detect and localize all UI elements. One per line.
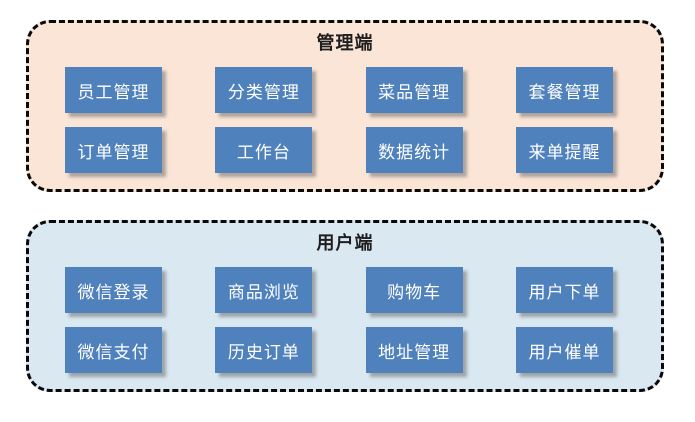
- user-panel-title: 用户端: [316, 233, 374, 253]
- box-user-place-order: 用户下单: [515, 267, 613, 313]
- box-order-history: 历史订单: [215, 327, 313, 373]
- admin-panel: 管理端 员工管理 分类管理 菜品管理 套餐管理 订单管理 工作台 数据统计 来单…: [26, 20, 664, 192]
- admin-panel-title: 管理端: [316, 33, 374, 53]
- box-user-reminder: 用户催单: [515, 327, 613, 373]
- box-address-management: 地址管理: [365, 327, 463, 373]
- box-data-statistics: 数据统计: [365, 127, 463, 173]
- admin-button-grid: 员工管理 分类管理 菜品管理 套餐管理 订单管理 工作台 数据统计 来单提醒: [65, 67, 613, 173]
- box-category-management: 分类管理: [215, 67, 313, 113]
- user-panel: 用户端 微信登录 商品浏览 购物车 用户下单 微信支付 历史订单 地址管理 用户…: [26, 220, 664, 392]
- box-incoming-order-alert: 来单提醒: [515, 127, 613, 173]
- box-wechat-pay: 微信支付: [65, 327, 162, 373]
- user-button-grid: 微信登录 商品浏览 购物车 用户下单 微信支付 历史订单 地址管理 用户催单: [65, 267, 613, 373]
- box-employee-management: 员工管理: [65, 67, 162, 113]
- box-combo-management: 套餐管理: [515, 67, 613, 113]
- box-product-browse: 商品浏览: [215, 267, 313, 313]
- box-order-management: 订单管理: [65, 127, 162, 173]
- box-wechat-login: 微信登录: [65, 267, 162, 313]
- box-dish-management: 菜品管理: [365, 67, 463, 113]
- box-workbench: 工作台: [215, 127, 313, 173]
- box-shopping-cart: 购物车: [365, 267, 463, 313]
